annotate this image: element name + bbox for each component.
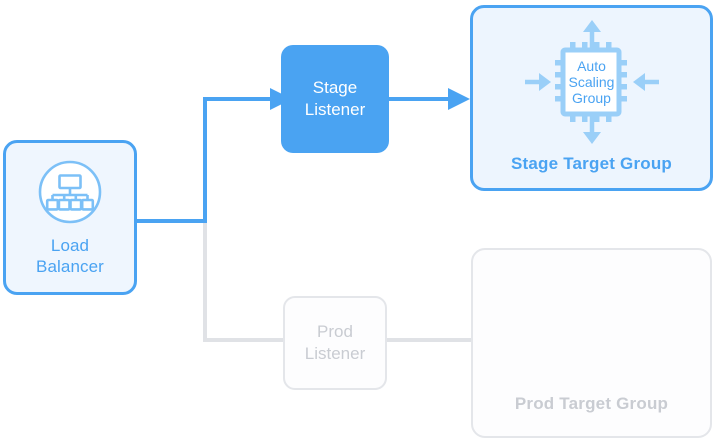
load-balancer-node[interactable]: Load Balancer xyxy=(3,140,137,295)
prod-target-group-node[interactable]: Prod Target Group xyxy=(471,248,712,438)
cpu-chip-icon: Auto Scaling Group xyxy=(517,20,667,144)
load-balancer-label: Load Balancer xyxy=(36,235,104,277)
prod-listener-label: Prod Listener xyxy=(305,321,365,365)
prod-listener-node[interactable]: Prod Listener xyxy=(283,296,387,390)
connector-lb-to-prod-listener xyxy=(137,219,283,342)
stage-listener-label-line1: Stage xyxy=(312,78,358,97)
hierarchy-network-icon xyxy=(37,159,103,225)
prod-listener-label-line2: Listener xyxy=(304,344,366,363)
prod-listener-label-line1: Prod xyxy=(317,322,353,341)
stage-listener-label: Stage Listener xyxy=(305,77,365,121)
prod-target-group-caption: Prod Target Group xyxy=(514,394,669,413)
stage-target-group-node[interactable]: Auto Scaling Group Stage Target Group xyxy=(470,5,713,191)
stage-listener-label-line2: Listener xyxy=(304,100,366,119)
stage-listener-node[interactable]: Stage Listener xyxy=(281,45,389,153)
arrowhead-stage-listener-to-stage-target-group xyxy=(448,88,470,110)
load-balancer-label-line1: Load xyxy=(50,235,90,255)
connector-lb-to-stage-listener xyxy=(137,97,272,223)
stage-target-group-caption: Stage Target Group xyxy=(510,154,673,173)
load-balancer-label-line2: Balancer xyxy=(36,256,104,276)
